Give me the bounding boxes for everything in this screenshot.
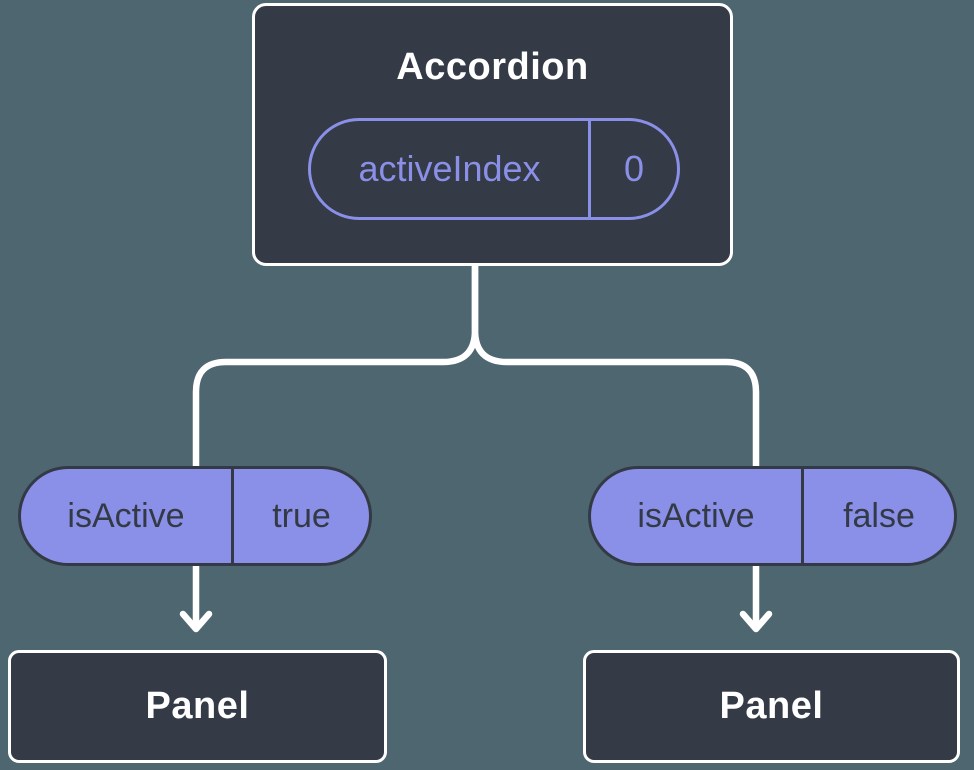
panel-node-title: Panel [719,685,824,727]
panel-node-right: Panel [583,650,960,763]
panel-node-left: Panel [8,650,387,763]
prop-name: isActive [21,469,234,563]
connector-branch-left [192,259,479,632]
state-value: 0 [623,148,645,189]
arrow-down-icon [179,610,213,633]
accordion-node: Accordion activeIndex 0 [252,3,733,266]
state-pill: activeIndex 0 [308,118,680,220]
arrow-down-icon [739,610,773,633]
state-name: activeIndex [311,121,591,217]
prop-name: isActive [591,469,804,563]
prop-pill-right: isActive false [588,466,957,566]
prop-value: false [843,496,915,535]
prop-pill-left: isActive true [18,466,372,566]
prop-value: true [272,496,331,535]
accordion-node-title: Accordion [396,46,589,88]
connector-branch-right [471,259,760,632]
panel-node-title: Panel [145,685,250,727]
